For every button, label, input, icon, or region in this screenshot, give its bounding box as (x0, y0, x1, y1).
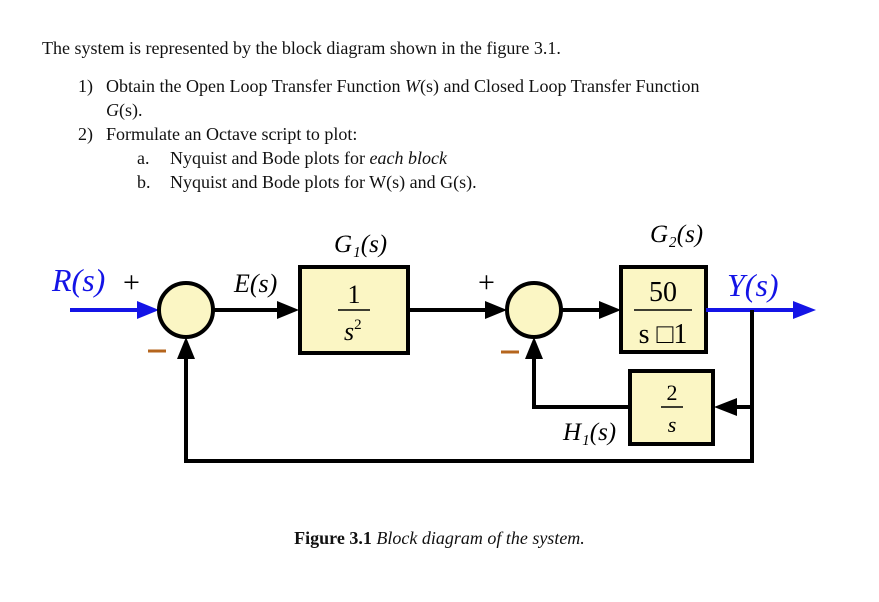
sum2-input-arrowhead (485, 301, 507, 319)
input-label: R(s) (51, 262, 105, 298)
item-1-text-post: (s). (119, 100, 143, 120)
sum-junction-1 (157, 281, 215, 339)
sum1-plus-sign: + (123, 266, 140, 299)
figure-caption: Figure 3.1 Block diagram of the system. (0, 527, 879, 549)
h1-input-arrowhead (714, 398, 737, 416)
input-arrowhead (137, 301, 159, 319)
output-label: Y(s) (727, 267, 779, 303)
subitem-a: a. Nyquist and Bode plots for each block (137, 147, 447, 169)
g2-numerator: 50 (649, 277, 677, 308)
g1-denominator: s2 (344, 317, 362, 346)
subitem-a-emphasis: each block (369, 148, 447, 168)
g1-name: G₁(s) (334, 231, 387, 258)
error-label: E(s) (233, 269, 277, 298)
h1-denominator: s (668, 412, 677, 437)
sum2-feedback-arrowhead (525, 337, 543, 359)
subitem-a-letter: a. (137, 148, 150, 168)
item-1-text-mid: (s) and Closed Loop Transfer Function (419, 76, 700, 96)
g1-numerator: 1 (348, 280, 361, 309)
g2-name: G₂(s) (650, 221, 703, 248)
h1-numerator: 2 (667, 380, 678, 405)
output-arrowhead (793, 301, 816, 319)
item-1-line-2: G(s). (106, 99, 143, 121)
intro-text: The system is represented by the block d… (42, 38, 561, 58)
g2-denominator: s □1 (639, 319, 688, 350)
subitem-b-letter: b. (137, 172, 151, 192)
block-h1 (628, 369, 715, 446)
item-1-text-pre: Obtain the Open Loop Transfer Function (106, 76, 405, 96)
item-1-var-g: G (106, 100, 119, 120)
sum1-feedback-arrowhead (177, 337, 195, 359)
item-1: 1) Obtain the Open Loop Transfer Function… (78, 75, 699, 97)
inner-feedback-to-sum2 (532, 355, 630, 409)
outer-feedback-bottom (184, 355, 752, 463)
figure-caption-text: Block diagram of the system. (371, 528, 585, 548)
g2-input-arrowhead (599, 301, 621, 319)
subitem-a-text: Nyquist and Bode plots for (170, 148, 370, 168)
h1-name: H₁(s) (562, 419, 616, 446)
item-2-text: Formulate an Octave script to plot: (106, 124, 358, 144)
g1-denominator-exponent: 2 (354, 317, 362, 333)
subitem-b-text: Nyquist and Bode plots for W(s) and G(s)… (170, 172, 477, 192)
item-1-var-w: W (404, 76, 420, 96)
sum2-plus-sign: + (478, 266, 495, 299)
item-2-number: 2) (78, 124, 93, 144)
item-2: 2) Formulate an Octave script to plot: (78, 123, 357, 145)
figure-caption-label: Figure 3.1 (294, 528, 372, 548)
sum-junction-2 (505, 281, 563, 339)
g1-input-arrowhead (277, 301, 299, 319)
g1-denominator-base: s (344, 317, 354, 346)
item-1-number: 1) (78, 76, 93, 96)
subitem-b: b. Nyquist and Bode plots for W(s) and G(… (137, 171, 477, 193)
